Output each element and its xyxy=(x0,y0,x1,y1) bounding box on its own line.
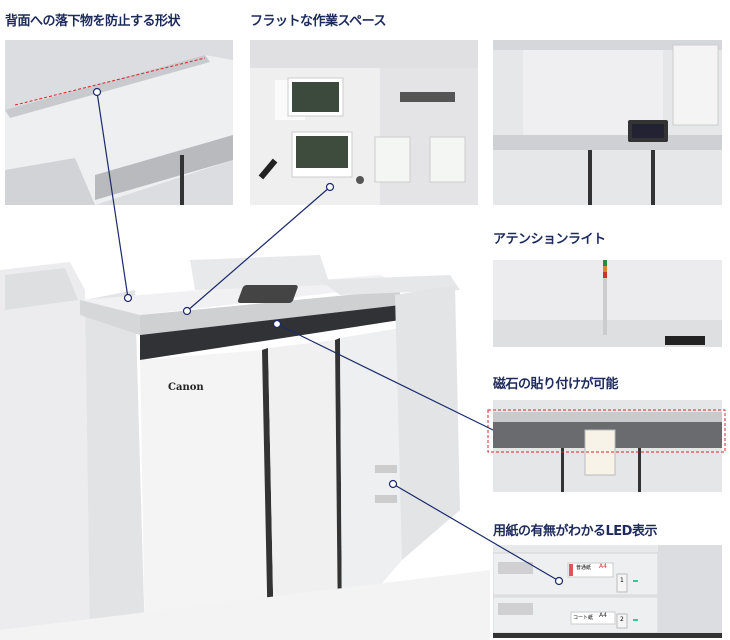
photo-rear-guard xyxy=(5,40,233,205)
photo-attention-light xyxy=(493,260,722,347)
tray-1-paper: 普通紙 xyxy=(576,565,592,571)
photo-led-indicator: 普通紙 A4 1 コート紙 A4 2 xyxy=(493,545,722,638)
photo-magnet xyxy=(493,400,722,492)
tray-1-size: A4 xyxy=(599,563,607,570)
tray-2-number: 2 xyxy=(620,616,624,623)
feature-title-magnet: 磁石の貼り付けが可能 xyxy=(493,377,619,392)
feature-title-rear-guard: 背面への落下物を防止する形状 xyxy=(5,14,181,29)
photo-operation-panel xyxy=(493,40,722,205)
tray-2-paper: コート紙 xyxy=(573,615,594,621)
photo-flat-workspace xyxy=(250,40,478,205)
brand-logo: Canon xyxy=(168,382,204,393)
feature-title-led: 用紙の有無がわかるLED表示 xyxy=(493,524,657,539)
tray-2-size: A4 xyxy=(599,612,607,619)
printer-machine-illustration: Canon xyxy=(0,240,490,640)
tray-1-number: 1 xyxy=(620,577,624,584)
feature-title-flat-workspace: フラットな作業スペース xyxy=(250,14,386,29)
feature-title-attention-light: アテンションライト xyxy=(493,232,606,247)
